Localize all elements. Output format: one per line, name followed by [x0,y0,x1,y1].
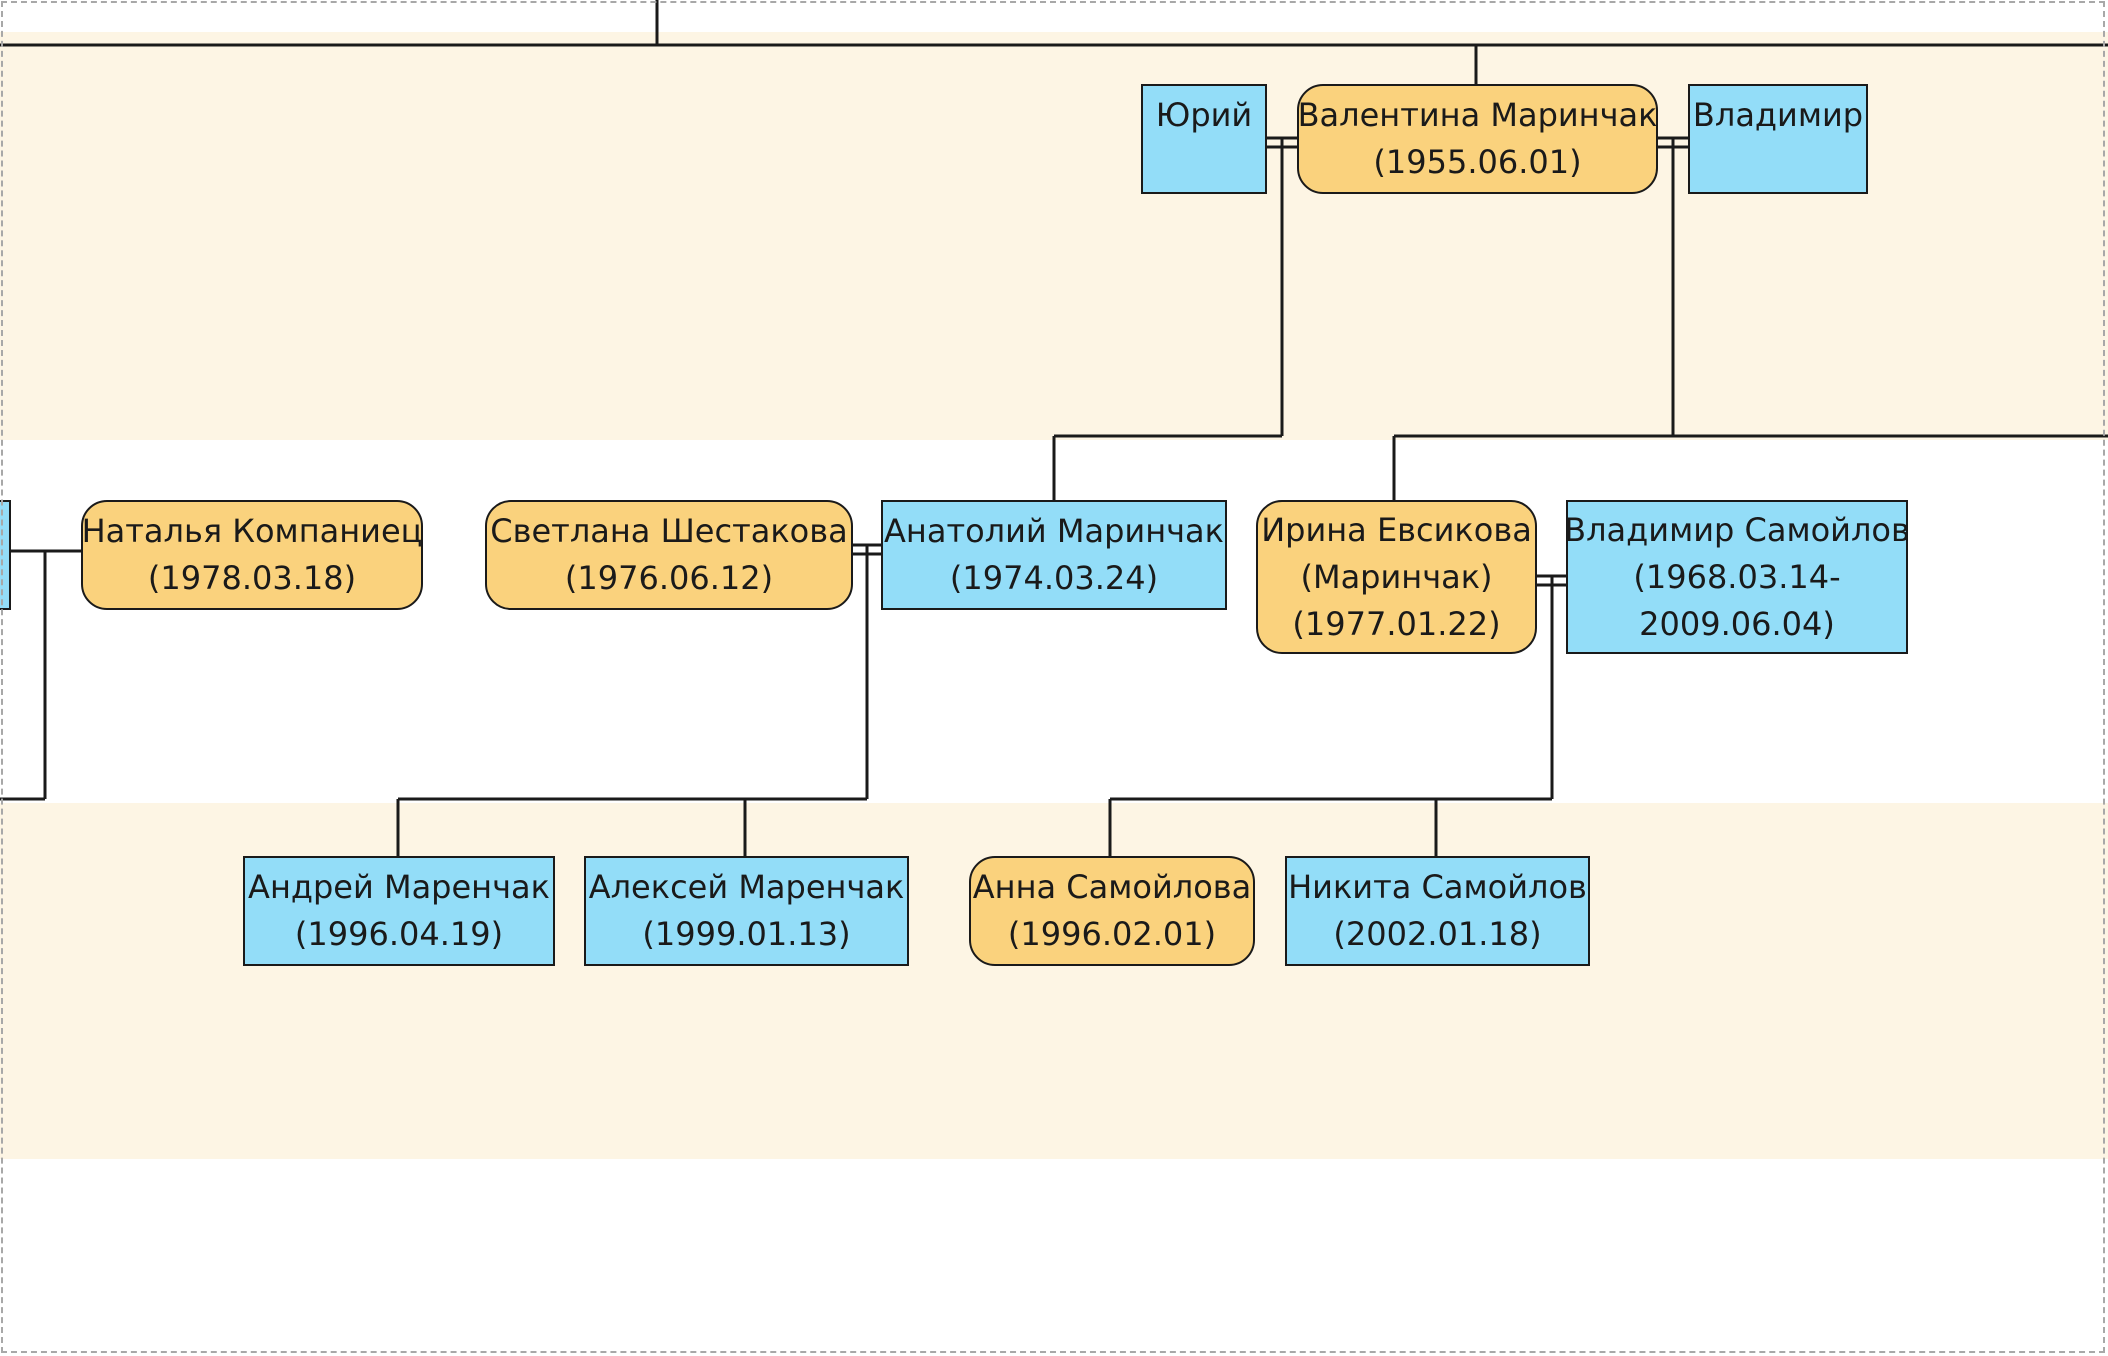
person-name: Анатолий Маринчак [884,512,1224,550]
person-dates: (1974.03.24) [949,559,1159,597]
person-card-anatoliy[interactable]: Анатолий Маринчак (1974.03.24) [881,500,1227,610]
person-dates: (1976.06.12) [564,559,774,597]
person-name: Анна Самойлова [972,868,1252,906]
person-dates-birth: (1968.03.14- [1633,557,1841,596]
person-name: Наталья Компаниец [81,512,423,550]
person-name: Светлана Шестакова [490,512,848,550]
person-name: Валентина Маринчак [1297,96,1658,134]
person-card-aleksey[interactable]: Алексей Маренчак (1999.01.13) [584,856,909,966]
person-name: Юрий [1155,96,1253,134]
person-card-irina[interactable]: Ирина Евсикова (Маринчак) (1977.01.22) [1256,500,1537,654]
person-card-vladimir-samoylov[interactable]: Владимир Самойлов (1968.03.14- 2009.06.0… [1564,500,1910,654]
person-name: Алексей Маренчак [588,868,905,906]
person-card-yuriy[interactable]: Юрий [1141,84,1267,194]
person-name: Владимир [1692,96,1864,134]
person-card-nikita[interactable]: Никита Самойлов (2002.01.18) [1285,856,1590,966]
person-maiden-name: (Маринчак) [1300,557,1493,596]
person-dates: (1978.03.18) [147,559,357,597]
person-dates: (1996.02.01) [1007,915,1217,953]
person-dates: (1996.04.19) [294,915,504,953]
person-dates-death: 2009.06.04) [1639,604,1835,643]
person-card-natalya[interactable]: Наталья Компаниец (1978.03.18) [81,500,423,610]
person-card-svetlana[interactable]: Светлана Шестакова (1976.06.12) [485,500,853,610]
person-card-vladimir[interactable]: Владимир [1688,84,1868,194]
person-name: Андрей Маренчак [248,868,550,906]
person-dates: (1977.01.22) [1292,604,1501,643]
person-name: Ирина Евсикова [1261,510,1532,549]
person-dates: (1955.06.01) [1373,143,1582,181]
person-card-valentina[interactable]: Валентина Маринчак (1955.06.01) [1297,84,1658,194]
person-name: Никита Самойлов [1288,868,1587,906]
person-card-anna[interactable]: Анна Самойлова (1996.02.01) [969,856,1255,966]
person-dates: (1999.01.13) [642,915,851,953]
person-name: Владимир Самойлов [1564,510,1910,549]
person-card-offscreen[interactable] [0,500,11,610]
person-dates: (2002.01.18) [1333,915,1542,953]
person-card-andrey[interactable]: Андрей Маренчак (1996.04.19) [243,856,555,966]
